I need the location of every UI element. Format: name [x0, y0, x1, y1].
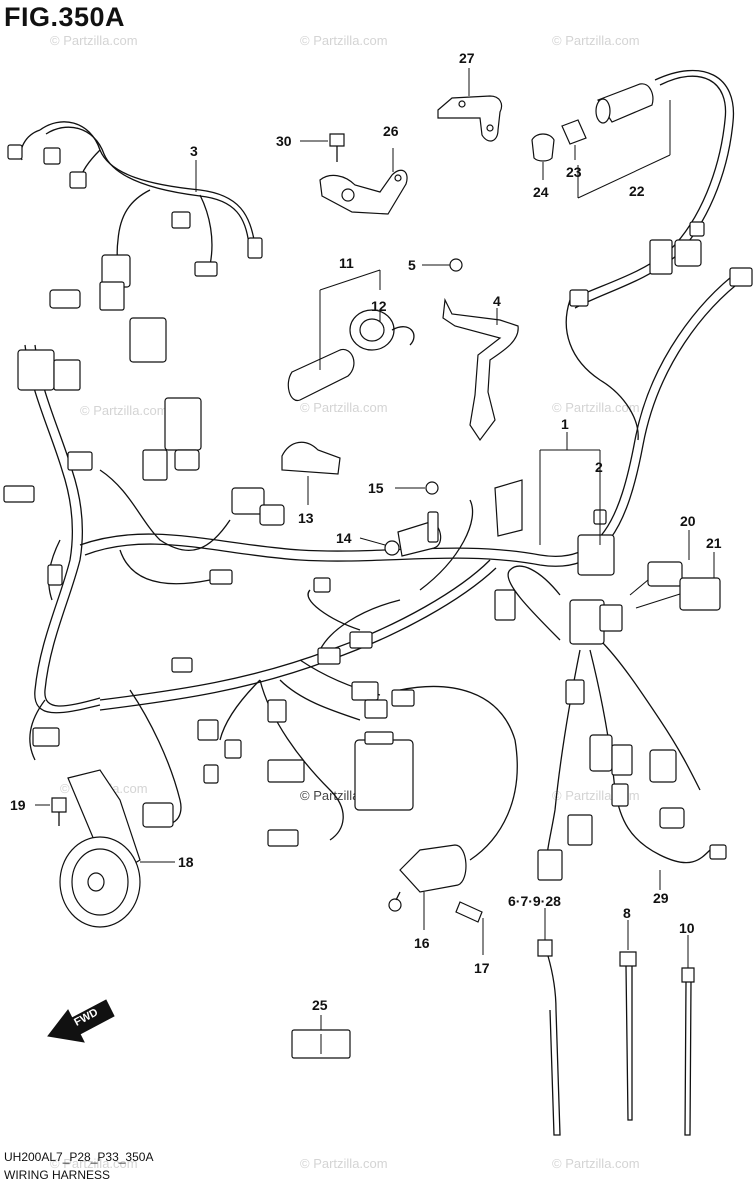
callout-4: 4: [493, 293, 501, 309]
callout-2: 2: [595, 459, 603, 475]
callout-26: 26: [383, 123, 399, 139]
callout-5: 5: [408, 257, 416, 273]
horn-part-18: [35, 769, 175, 928]
callouts: 1 2 3 4 5 6·7·9·28 8 10 11 12 13 14 15 1…: [10, 50, 722, 1013]
callout-11: 11: [339, 255, 354, 271]
bracket-part-26: [300, 133, 408, 215]
label-part-25: [291, 1015, 351, 1059]
watermark: © Partzilla.com: [552, 400, 640, 415]
switch-part-14: [359, 479, 523, 557]
watermark: © Partzilla.com: [300, 33, 388, 48]
connector-cap-parts: [531, 83, 671, 199]
bracket-part-4: [422, 258, 519, 442]
callout-22: 22: [629, 183, 645, 199]
watermark: © Partzilla.com: [300, 400, 388, 415]
watermark: © Partzilla.com: [552, 33, 640, 48]
accessory-socket-parts: [287, 269, 415, 402]
callout-24: 24: [533, 184, 549, 200]
callout-21: 21: [706, 535, 722, 551]
callout-16: 16: [414, 935, 430, 951]
callout-15: 15: [368, 480, 384, 496]
figure-name: WIRING HARNESS: [4, 1168, 111, 1182]
relay-box: [354, 739, 414, 811]
callout-25: 25: [312, 997, 328, 1013]
watermark: © Partzilla.com: [552, 1156, 640, 1171]
watermark: © Partzilla.com: [50, 1156, 138, 1171]
callout-17: 17: [474, 960, 490, 976]
callout-10: 10: [679, 920, 695, 936]
callout-18: 18: [178, 854, 194, 870]
switch-part-16: [388, 844, 484, 955]
sub-harness-part-3: [7, 121, 263, 288]
callout-14: 14: [336, 530, 352, 546]
callout-13: 13: [298, 510, 314, 526]
callout-27: 27: [459, 50, 475, 66]
callout-1: 1: [561, 416, 569, 432]
callout-6-7-9-28: 6·7·9·28: [508, 893, 561, 909]
cable-ties: [537, 908, 695, 1136]
callout-29: 29: [653, 890, 669, 906]
callout-3: 3: [190, 143, 198, 159]
bracket-part-27: [437, 68, 503, 142]
callout-23: 23: [566, 164, 582, 180]
watermark: © Partzilla.com: [300, 1156, 388, 1171]
figure-code: UH200AL7_P28_P33_350A: [4, 1150, 154, 1164]
forward-arrow-icon: FWD: [47, 999, 115, 1043]
figure-title: FIG.350A: [4, 2, 126, 32]
main-harness-part-1: [3, 70, 753, 881]
callout-30: 30: [276, 133, 292, 149]
callout-8: 8: [623, 905, 631, 921]
watermark: © Partzilla.com: [50, 33, 138, 48]
pad-part-13: [281, 441, 341, 475]
callout-19: 19: [10, 797, 26, 813]
callout-12: 12: [371, 298, 387, 314]
watermark: © Partzilla.com: [80, 403, 168, 418]
callout-20: 20: [680, 513, 696, 529]
